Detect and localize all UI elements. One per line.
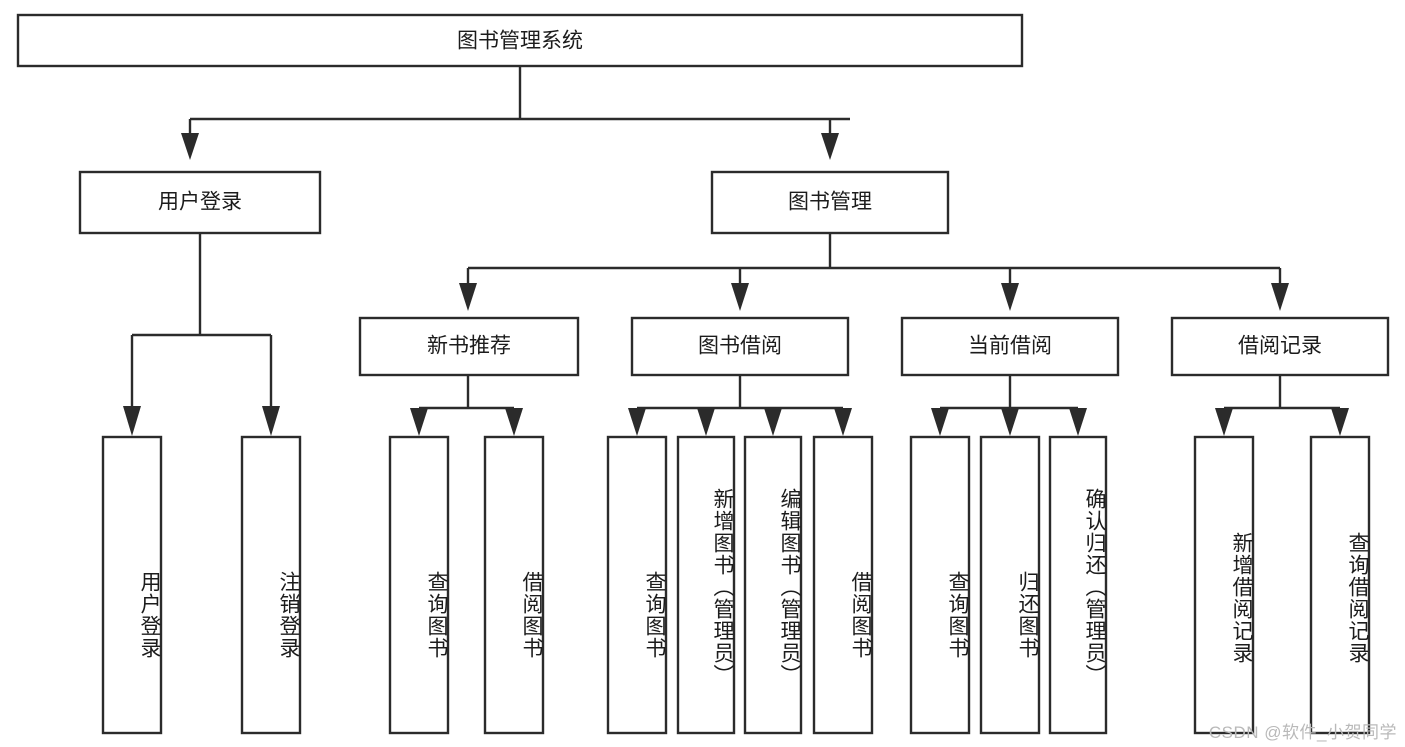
node-user-login[interactable]: 用户登录 (78, 170, 322, 235)
leaf-box-confirm-return-admin[interactable] (1048, 435, 1108, 735)
node-borrow-records[interactable]: 借阅记录 (1170, 316, 1390, 377)
node-root-label: 图书管理系统 (457, 30, 583, 53)
node-borrow-records-label: 借阅记录 (1238, 335, 1322, 358)
leaf-box-user-login[interactable] (101, 435, 163, 735)
node-current-borrow[interactable]: 当前借阅 (900, 316, 1120, 377)
node-book-management-label: 图书管理 (788, 191, 872, 214)
node-book-borrow-label: 图书借阅 (698, 335, 782, 358)
leaf-box-edit-book-admin[interactable] (743, 435, 803, 735)
leaf-box-borrow-book-b[interactable] (812, 435, 874, 735)
csdn-watermark: CSDN @软件_小贺同学 (1208, 723, 1397, 742)
connector-userlogin-to-leaves (123, 233, 280, 436)
leaf-box-add-book-admin[interactable] (676, 435, 736, 735)
node-book-management[interactable]: 图书管理 (710, 170, 950, 235)
connector-bookmgmt-to-level3 (459, 233, 1289, 311)
leaf-box-query-book-a[interactable] (388, 435, 450, 735)
connector-records-to-leaves (1215, 375, 1349, 436)
connector-root-to-level2 (181, 66, 850, 160)
connector-newbook-to-leaves (410, 375, 523, 436)
leaf-box-query-book-b[interactable] (606, 435, 668, 735)
connector-current-to-leaves (931, 375, 1087, 436)
node-new-book-recommend[interactable]: 新书推荐 (358, 316, 580, 377)
leaf-box-query-borrow-record[interactable] (1309, 435, 1371, 735)
node-book-borrow[interactable]: 图书借阅 (630, 316, 850, 377)
leaf-box-add-borrow-record[interactable] (1193, 435, 1255, 735)
node-current-borrow-label: 当前借阅 (968, 335, 1052, 358)
leaf-box-return-book[interactable] (979, 435, 1041, 735)
node-new-book-recommend-label: 新书推荐 (427, 335, 511, 358)
node-user-login-label: 用户登录 (158, 191, 242, 214)
node-root[interactable]: 图书管理系统 (16, 13, 1024, 68)
connector-borrow-to-leaves (628, 375, 852, 436)
leaf-box-query-book-c[interactable] (909, 435, 971, 735)
leaf-box-borrow-book-a[interactable] (483, 435, 545, 735)
leaf-box-logout[interactable] (240, 435, 302, 735)
